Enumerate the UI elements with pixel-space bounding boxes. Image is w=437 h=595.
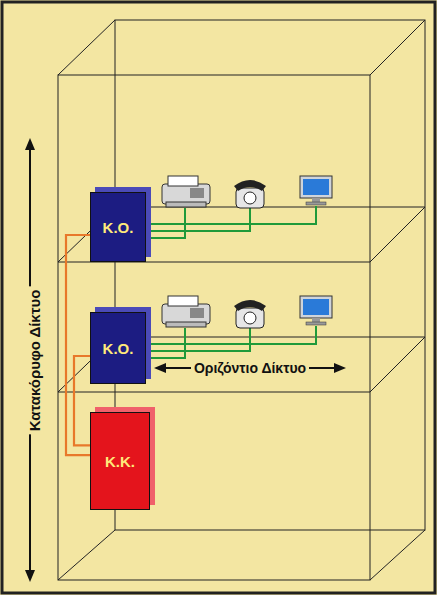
vertical-network-label: Κατακόρυφο Δίκτυο xyxy=(26,287,43,435)
box-label: Κ.Ο. xyxy=(103,219,134,236)
riser-cable xyxy=(66,235,90,455)
box-label: Κ.Κ. xyxy=(105,453,135,470)
riser-cable xyxy=(74,356,90,445)
floor-distributor-box: Κ.Ο. xyxy=(90,192,146,262)
horizontal-network-label: Οριζόντιο Δίκτυο xyxy=(191,360,309,376)
floor-distributor-box: Κ.Ο. xyxy=(90,312,146,384)
box-label: Κ.Ο. xyxy=(103,340,134,357)
main-distributor-box: Κ.Κ. xyxy=(90,412,150,510)
